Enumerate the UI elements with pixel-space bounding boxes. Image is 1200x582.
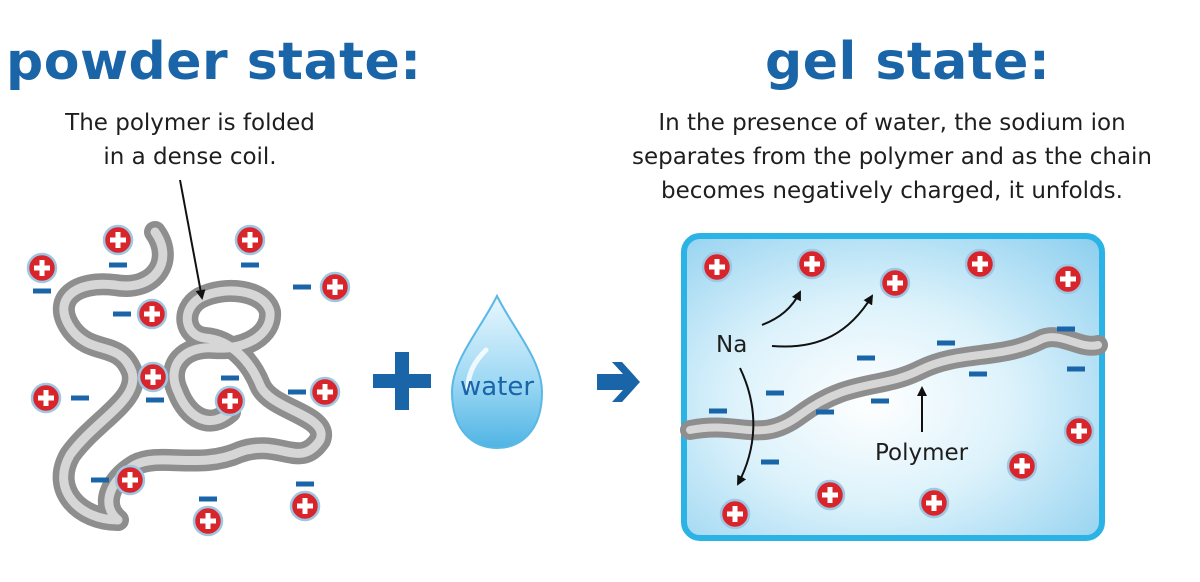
powder-description-line-1: The polymer is folded xyxy=(65,110,315,136)
negative-ion-icon xyxy=(221,375,239,381)
negative-ion-icon xyxy=(241,262,259,268)
positive-ion-icon xyxy=(114,464,146,496)
negative-ion-icon xyxy=(288,389,306,395)
gel-description-line-3: becomes negatively charged, it unfolds. xyxy=(661,178,1123,204)
positive-ion-icon xyxy=(1052,263,1084,295)
na-arrow-down xyxy=(737,367,755,486)
positive-ion-icon xyxy=(796,248,828,280)
negative-ion-icon xyxy=(1067,366,1085,372)
positive-ion-icon xyxy=(319,271,351,303)
negative-ion-icon xyxy=(871,398,889,404)
powder-description-line-2: in a dense coil. xyxy=(103,144,277,170)
na-arrow-right xyxy=(771,294,874,348)
negative-ion-icon xyxy=(71,395,89,401)
gel-description-line-2: separates from the polymer and as the ch… xyxy=(631,144,1153,170)
positive-ion-icon xyxy=(879,267,911,299)
negative-ion-icon xyxy=(761,459,779,465)
powder-state-description: The polymer is folded in a dense coil. xyxy=(20,106,360,174)
negative-ion-icon xyxy=(709,408,727,414)
positive-ion-icon xyxy=(719,498,751,530)
negative-ion-icon xyxy=(293,284,311,290)
transition-arrow-icon xyxy=(597,362,640,402)
na-label: Na xyxy=(716,332,747,358)
positive-ion-icon xyxy=(918,487,950,519)
positive-ion-icon xyxy=(26,252,58,284)
polymer-label: Polymer xyxy=(875,440,969,466)
positive-ion-icon xyxy=(136,298,168,330)
gel-ions xyxy=(701,248,1095,530)
negative-ion-icon xyxy=(969,371,987,377)
positive-ion-icon xyxy=(289,490,321,522)
unfolded-polymer xyxy=(680,327,1108,441)
negative-ion-icon xyxy=(146,397,164,403)
positive-ion-icon xyxy=(234,224,266,256)
positive-ion-icon xyxy=(701,251,733,283)
gel-state-title: gel state: xyxy=(765,32,1051,92)
negative-ion-icon xyxy=(109,262,127,268)
negative-ion-icon xyxy=(937,340,955,346)
powder-ions xyxy=(26,224,351,537)
positive-ion-icon xyxy=(1063,415,1095,447)
negative-ion-icon xyxy=(199,496,217,502)
positive-ion-icon xyxy=(214,385,246,417)
positive-ion-icon xyxy=(102,224,134,256)
positive-ion-icon xyxy=(192,505,224,537)
negative-ion-icon xyxy=(113,311,131,317)
plus-operator-icon xyxy=(373,352,431,410)
na-arrow-up-left xyxy=(761,290,801,326)
positive-ion-icon xyxy=(30,382,62,414)
positive-ion-icon xyxy=(964,248,996,280)
gel-description-line-1: In the presence of water, the sodium ion xyxy=(658,110,1126,136)
gel-state-description: In the presence of water, the sodium ion… xyxy=(586,106,1198,208)
powder-pointer-arrow xyxy=(179,179,206,300)
positive-ion-icon xyxy=(1006,450,1038,482)
negative-ion-icon xyxy=(33,288,51,294)
negative-ion-icon xyxy=(296,481,314,487)
positive-ion-icon xyxy=(309,376,341,408)
positive-ion-icon xyxy=(814,479,846,511)
negative-ion-icon xyxy=(91,477,109,483)
powder-state-title: powder state: xyxy=(6,32,422,92)
coiled-polymer xyxy=(52,221,332,531)
water-drop-icon xyxy=(450,293,544,450)
negative-ion-icon xyxy=(857,355,875,361)
negative-ion-icon xyxy=(816,409,834,415)
negative-ion-icon xyxy=(766,390,784,396)
positive-ion-icon xyxy=(137,361,169,393)
negative-ion-icon xyxy=(1057,326,1075,332)
water-label: water xyxy=(460,372,534,402)
